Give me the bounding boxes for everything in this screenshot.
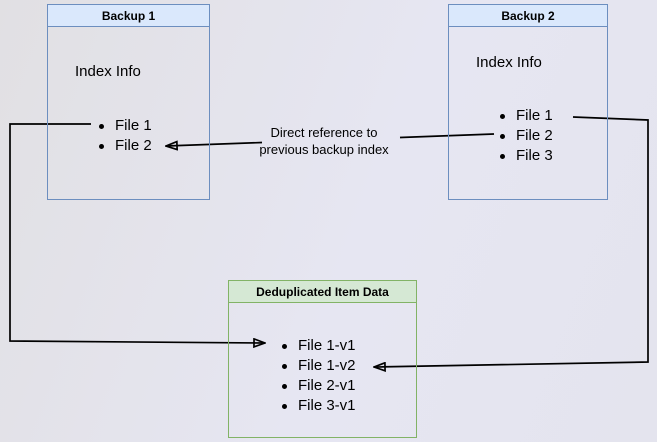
backup2-index-info-label: Index Info — [476, 54, 542, 71]
bullet-icon — [500, 113, 505, 119]
bullet-icon — [99, 143, 104, 149]
annotation-line1: Direct reference to — [270, 125, 378, 140]
backup1-header: Backup 1 — [48, 5, 209, 27]
list-item: File 1 — [99, 116, 152, 136]
bullet-icon — [282, 343, 287, 349]
file-label: File 1 — [516, 107, 553, 124]
dedup-title: Deduplicated Item Data — [256, 284, 389, 299]
bullet-icon — [282, 403, 287, 409]
list-item: File 2 — [500, 126, 553, 146]
file-label: File 3 — [516, 147, 553, 164]
dedup-header: Deduplicated Item Data — [229, 281, 416, 303]
list-item: File 1 — [500, 106, 553, 126]
dedup-file-list: File 1-v1 File 1-v2 File 2-v1 File 3-v1 — [282, 336, 356, 416]
backup1-file-list: File 1 File 2 — [99, 116, 152, 156]
file-label: File 3-v1 — [298, 397, 356, 414]
backup2-header: Backup 2 — [449, 5, 607, 27]
bullet-icon — [282, 383, 287, 389]
file-label: File 1-v1 — [298, 337, 356, 354]
annotation-line2: previous backup index — [259, 142, 389, 157]
bullet-icon — [500, 133, 505, 139]
backup2-box: Backup 2 Index Info File 1 File 2 File 3 — [448, 4, 608, 200]
bullet-icon — [282, 363, 287, 369]
list-item: File 1-v2 — [282, 356, 356, 376]
annotation-direct-reference: Direct reference to previous backup inde… — [238, 124, 410, 158]
file-label: File 2 — [115, 137, 152, 154]
dedup-box: Deduplicated Item Data File 1-v1 File 1-… — [228, 280, 417, 438]
list-item: File 1-v1 — [282, 336, 356, 356]
backup2-title: Backup 2 — [501, 8, 555, 23]
backup1-box: Backup 1 Index Info File 1 File 2 — [47, 4, 210, 200]
list-item: File 3 — [500, 146, 553, 166]
file-label: File 2-v1 — [298, 377, 356, 394]
file-label: File 1-v2 — [298, 357, 356, 374]
list-item: File 2 — [99, 136, 152, 156]
backup1-index-info-label: Index Info — [75, 63, 141, 80]
file-label: File 2 — [516, 127, 553, 144]
list-item: File 2-v1 — [282, 376, 356, 396]
bullet-icon — [99, 123, 104, 129]
list-item: File 3-v1 — [282, 396, 356, 416]
file-label: File 1 — [115, 117, 152, 134]
backup1-title: Backup 1 — [101, 8, 156, 23]
bullet-icon — [500, 153, 505, 159]
backup2-file-list: File 1 File 2 File 3 — [500, 106, 553, 166]
